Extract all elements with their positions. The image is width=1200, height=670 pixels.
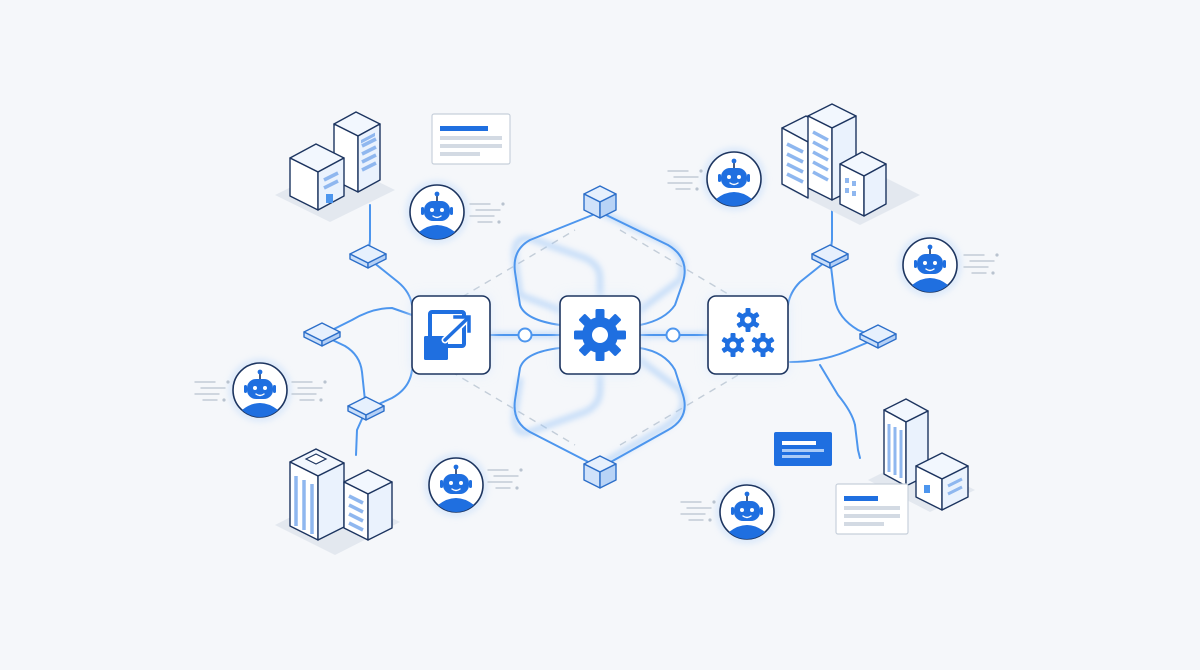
speed-lines: [291, 379, 328, 403]
robot-icon: [232, 362, 288, 418]
speed-lines: [680, 499, 717, 523]
cube-node-icon: [349, 244, 387, 269]
robot-agent: [194, 358, 328, 422]
cube-node-icon: [303, 322, 341, 347]
robot-agent: [667, 147, 766, 211]
cube-node-icon: [811, 244, 849, 269]
hub-gear: [559, 295, 641, 375]
hub-gear-cluster: [707, 295, 789, 375]
robot-icon: [409, 184, 465, 240]
gears-icon: [721, 308, 775, 357]
speed-lines: [469, 201, 506, 225]
cube-node-icon: [347, 396, 385, 421]
robot-icon: [719, 484, 775, 540]
building-icon: [780, 103, 920, 225]
robot-icon: [428, 457, 484, 513]
robot-icon: [706, 151, 762, 207]
speed-lines: [194, 379, 231, 403]
speed-lines: [667, 168, 704, 192]
building-icon: [275, 111, 395, 222]
robot-agent: [424, 453, 524, 517]
robot-agent: [898, 233, 1000, 297]
cube-node-icon: [859, 324, 897, 349]
document-card-icon: [774, 432, 832, 466]
document-card-icon: [835, 483, 909, 535]
robot-agent: [680, 480, 779, 544]
document-card-icon: [431, 113, 511, 165]
cube-node-icon: [583, 185, 617, 219]
robot-icon: [902, 237, 958, 293]
robot-agent: [405, 180, 506, 244]
speed-lines: [487, 467, 524, 491]
external-link-icon: [424, 310, 472, 360]
hub-external-link: [411, 295, 491, 375]
link-dot-right: [665, 327, 681, 343]
link-dot-left: [517, 327, 533, 343]
speed-lines: [963, 252, 1000, 276]
building-icon: [275, 448, 400, 555]
gear-icon: [574, 309, 626, 361]
